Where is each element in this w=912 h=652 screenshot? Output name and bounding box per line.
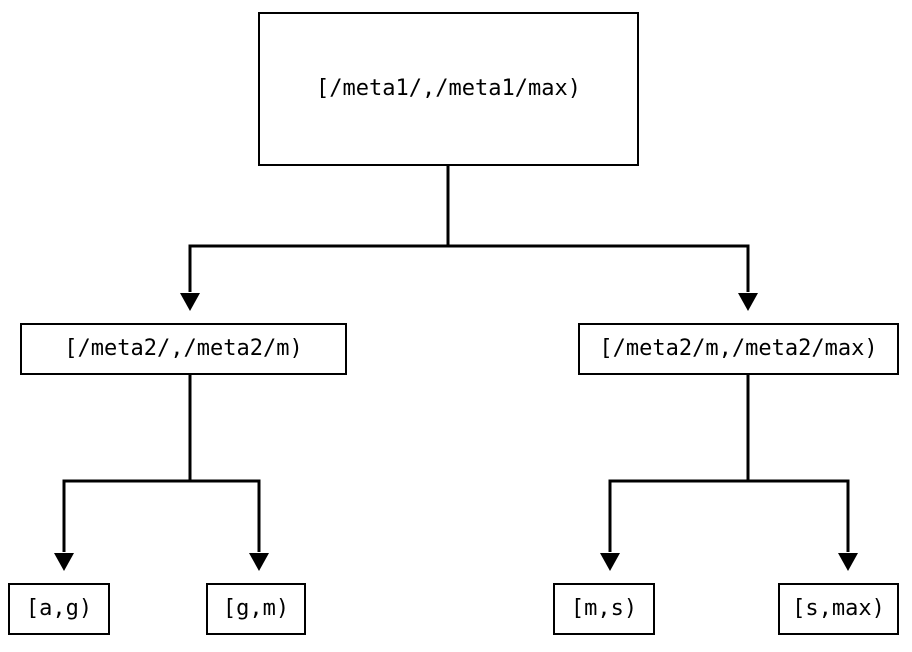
tree-node-mid-right-label: [/meta2/m,/meta2/max) [599,336,878,361]
edge-mid-right-to-leaf-ms [600,375,750,571]
arrowhead-down-icon [838,553,858,571]
edge-mid-left-to-leaf-ag [54,375,192,571]
tree-node-leaf-ag[interactable]: [a,g) [8,583,110,635]
tree-node-mid-right[interactable]: [/meta2/m,/meta2/max) [578,323,899,375]
tree-node-mid-left[interactable]: [/meta2/,/meta2/m) [20,323,347,375]
tree-node-leaf-gm[interactable]: [g,m) [206,583,306,635]
tree-node-leaf-smax-label: [s,max) [792,596,885,621]
tree-node-leaf-smax[interactable]: [s,max) [778,583,899,635]
edge-mid-left-to-leaf-gm [188,375,269,571]
arrowhead-down-icon [249,553,269,571]
tree-node-mid-left-label: [/meta2/,/meta2/m) [64,336,303,361]
arrowhead-down-icon [54,553,74,571]
tree-node-root[interactable]: [/meta1/,/meta1/max) [258,12,639,166]
edge-mid-right-to-leaf-smax [746,375,858,571]
edge-root-to-mid-left [180,166,450,311]
arrowhead-down-icon [738,293,758,311]
arrowhead-down-icon [180,293,200,311]
edge-root-to-mid-right [446,166,758,311]
tree-node-leaf-ag-label: [a,g) [25,596,93,621]
tree-node-leaf-ms-label: [m,s) [570,596,638,621]
tree-node-root-label: [/meta1/,/meta1/max) [316,76,581,101]
arrowhead-down-icon [600,553,620,571]
tree-node-leaf-ms[interactable]: [m,s) [553,583,655,635]
tree-node-leaf-gm-label: [g,m) [222,596,290,621]
